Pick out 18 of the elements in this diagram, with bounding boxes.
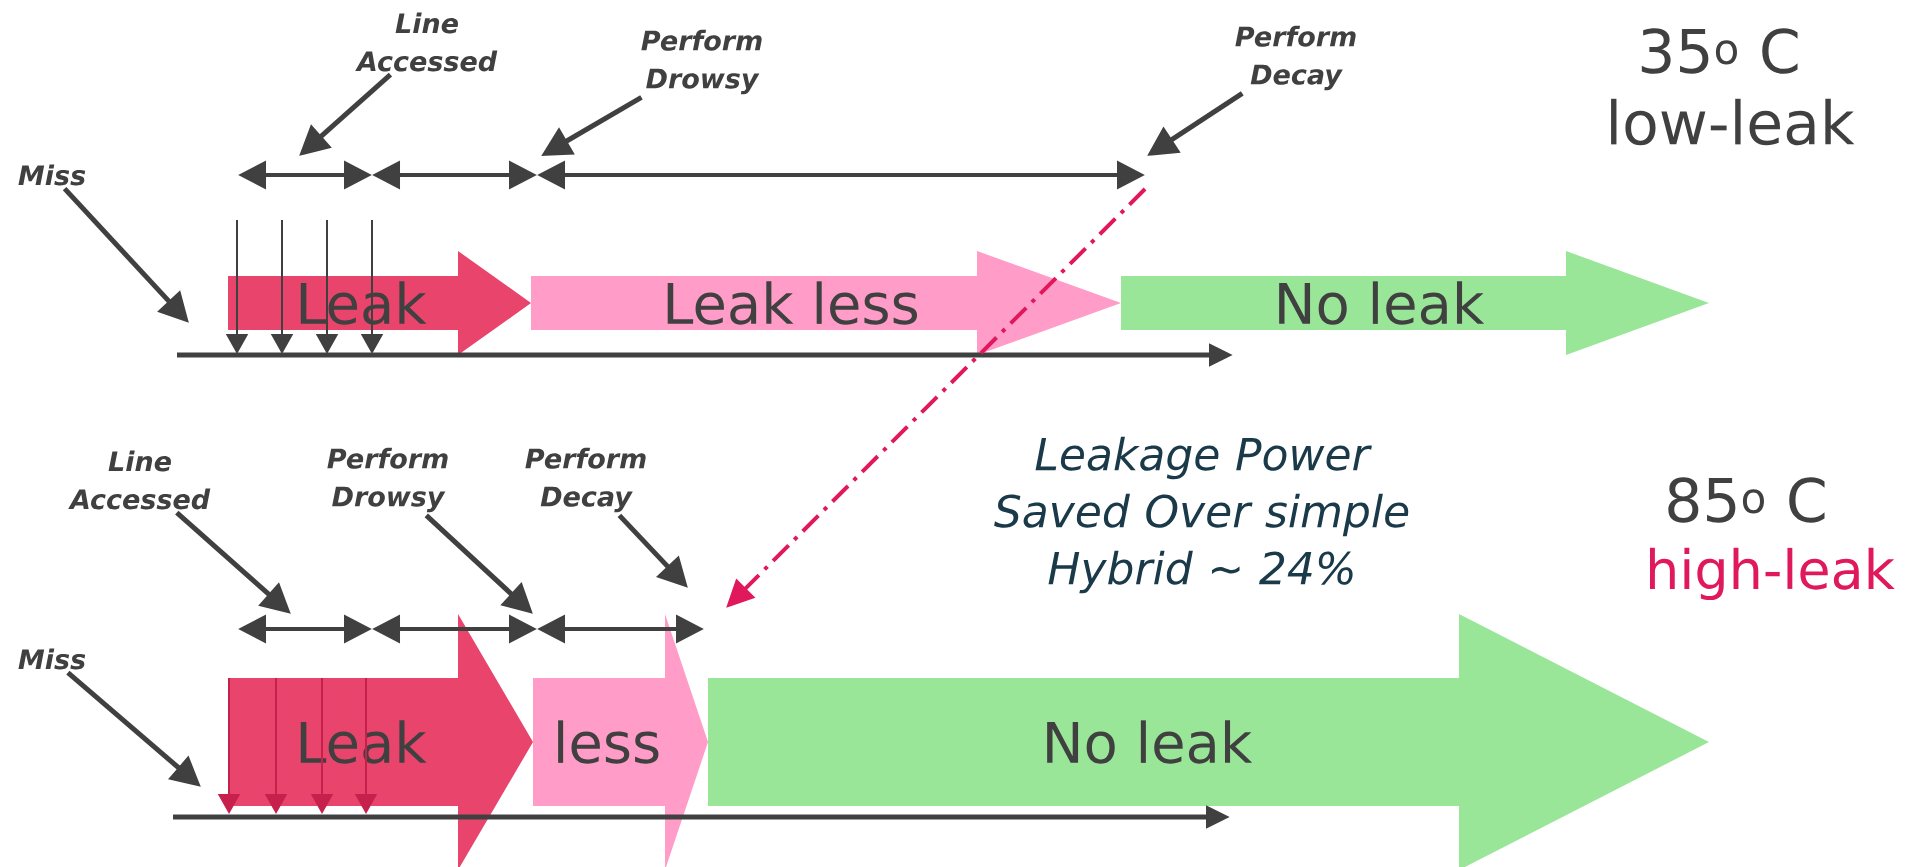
callout-text: Line Accessed — [355, 12, 498, 72]
phase-band: No leak — [708, 614, 1709, 867]
callout-text: Perform Drowsy — [641, 29, 762, 95]
temperature-label: 85$^{o}$ C — [1668, 477, 1825, 523]
phase-band: No leak — [1121, 251, 1709, 355]
leak-level-label: low-leak — [1611, 98, 1855, 146]
callout-text: Perform Drowsy — [327, 447, 448, 513]
phase-band: less — [533, 614, 708, 867]
callout-text: Perform Decay — [1235, 25, 1356, 91]
phase-band: Leak — [228, 614, 533, 867]
temperature-label: 35$^{o}$ C — [1641, 28, 1798, 74]
savings-note: Leakage Power Saved Over simple Hybrid ~ 24% — [994, 436, 1409, 594]
phase-band: Leak less — [531, 251, 1121, 355]
callout-text: Miss — [18, 164, 86, 186]
callout-text: Line Accessed — [68, 450, 211, 510]
leak-level-label: high-leak — [1650, 547, 1895, 601]
callout-text: Perform Decay — [525, 447, 646, 513]
callout-text: Miss — [18, 648, 86, 670]
